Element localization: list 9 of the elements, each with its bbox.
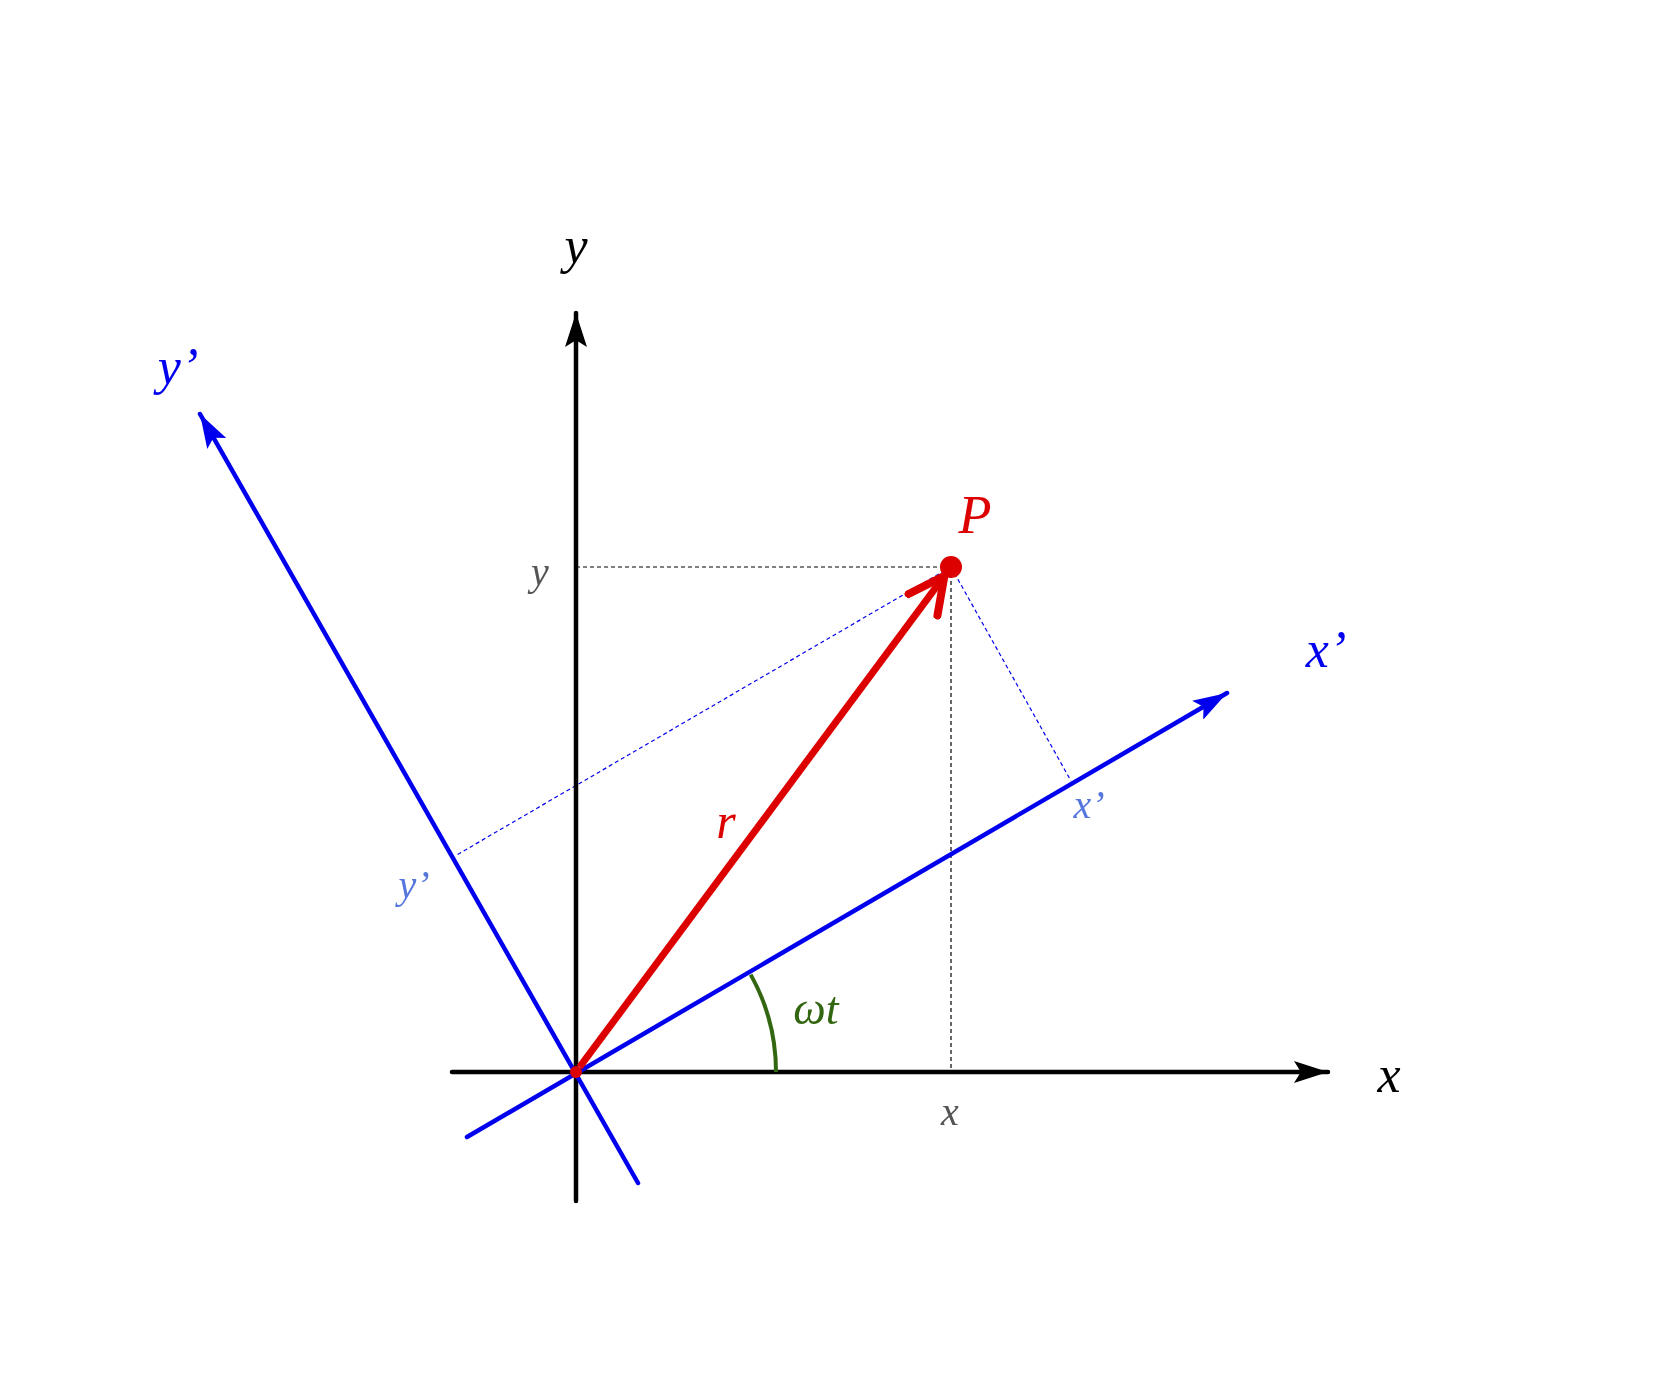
axis-label: x’ [1305, 624, 1347, 676]
coordinate-label: x’ [1073, 785, 1105, 825]
vector-arrow [576, 571, 949, 1070]
point-marker [940, 556, 962, 578]
point-label: P [958, 488, 992, 542]
angle-label: ωt [793, 986, 839, 1032]
coordinate-label: x [941, 1092, 959, 1132]
edge-label: r [716, 796, 736, 846]
axis-label: x [1377, 1049, 1401, 1101]
